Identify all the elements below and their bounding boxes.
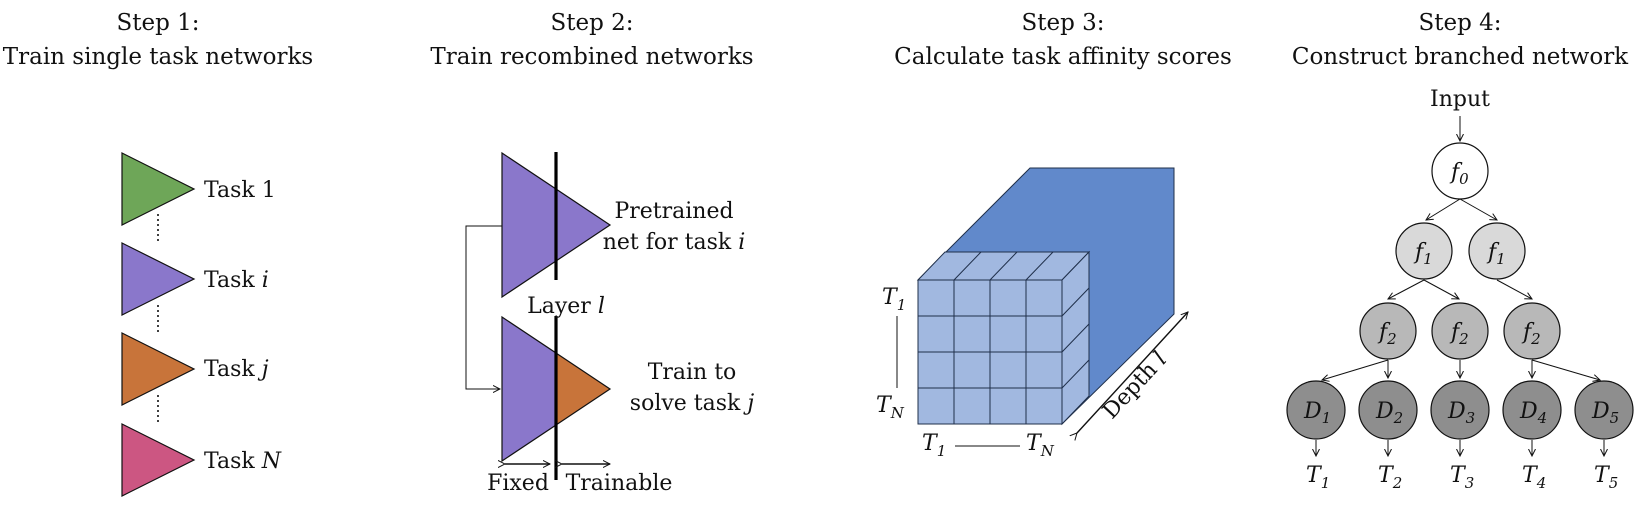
node-label: D5: [1591, 399, 1619, 427]
step4-panel: Input f0 f1: [1286, 87, 1634, 492]
step3-heading: Step 3:: [1021, 10, 1104, 36]
pretrained-label-line1: Pretrained: [614, 199, 733, 224]
task-label: Task j: [204, 357, 269, 382]
row-top-label: T1: [882, 285, 906, 314]
level2-node: f2: [1359, 302, 1417, 360]
output-label: T3: [1450, 463, 1474, 492]
task-label: Task 1: [204, 178, 276, 203]
node-circle: [1286, 380, 1346, 440]
task-label: Task i: [204, 268, 269, 293]
output-label: T2: [1378, 463, 1402, 492]
task-i-network: Task i: [121, 242, 269, 316]
step3-header: Step 3: Calculate task affinity scores: [894, 10, 1232, 70]
step4-title: Construct branched network: [1292, 44, 1629, 70]
node-label: D1: [1303, 399, 1331, 427]
weight-transfer-arrow: [465, 225, 502, 389]
col-right-label: TN: [1026, 431, 1055, 460]
node-circle: [1395, 222, 1453, 280]
train-label-line2: solve task j: [630, 391, 755, 416]
node-circle: [1431, 142, 1489, 200]
grid-lines: [918, 251, 1090, 424]
node-label: D3: [1447, 399, 1475, 427]
step2-header: Step 2: Train recombined networks: [430, 10, 753, 70]
node-circle: [1358, 380, 1418, 440]
network-triangle: [121, 242, 196, 316]
node-circle: [1430, 380, 1490, 440]
level2-node: f2: [1503, 302, 1561, 360]
task-n-network: Task N: [121, 423, 282, 497]
node-circle: [1574, 380, 1634, 440]
level1-node: f1: [1468, 222, 1526, 280]
output-label: T1: [1306, 463, 1330, 492]
node-circle: [1468, 222, 1526, 280]
root-node: f0: [1431, 142, 1489, 200]
trainable-layers: [555, 351, 612, 427]
pretrained-label-line2: net for task i: [603, 230, 746, 255]
task-1-network: Task 1: [121, 152, 276, 226]
input-label: Input: [1430, 87, 1490, 112]
step1-header: Step 1: Train single task networks: [3, 10, 313, 70]
leaf-node: D5: [1574, 380, 1634, 440]
output-label: T4: [1522, 463, 1546, 492]
level1-node: f1: [1395, 222, 1453, 280]
step1-heading: Step 1:: [116, 10, 199, 36]
fixed-layers: [501, 315, 557, 463]
task-label: Task N: [204, 449, 282, 474]
depth-arrow: [1077, 312, 1188, 433]
step3-panel: T1 TN T1 TN Depth l: [876, 167, 1188, 460]
network-triangle: [121, 152, 196, 226]
network-triangle: [121, 332, 196, 406]
node-circle: [1431, 302, 1489, 360]
level2-node: f2: [1431, 302, 1489, 360]
step4-header: Step 4: Construct branched network: [1292, 10, 1629, 70]
node-circle: [1503, 302, 1561, 360]
step4-heading: Step 4:: [1418, 10, 1501, 36]
leaf-node: D4: [1502, 380, 1562, 440]
output-label: T5: [1594, 463, 1618, 492]
col-left-label: T1: [922, 431, 946, 460]
step1-panel: Task 1 Task i Task j Task N: [121, 152, 282, 497]
step1-title: Train single task networks: [3, 44, 313, 70]
leaf-node: D2: [1358, 380, 1418, 440]
step2-heading: Step 2:: [550, 10, 633, 36]
node-label: D2: [1375, 399, 1403, 427]
task-j-network: Task j: [121, 332, 269, 406]
step3-title: Calculate task affinity scores: [894, 44, 1232, 70]
train-label-line1: Train to: [648, 360, 737, 385]
step2-panel: Pretrained net for task i Layer l Train …: [465, 151, 755, 496]
node-circle: [1502, 380, 1562, 440]
node-label: D4: [1519, 399, 1547, 427]
trainable-label: Trainable: [566, 471, 673, 496]
leaf-node: D1: [1286, 380, 1346, 440]
layer-label: Layer l: [527, 294, 605, 319]
network-triangle: [121, 423, 196, 497]
tree-edges: [1316, 116, 1604, 456]
node-circle: [1359, 302, 1417, 360]
step2-title: Train recombined networks: [430, 44, 753, 70]
row-bottom-label: TN: [876, 393, 905, 422]
fixed-label: Fixed: [487, 471, 549, 496]
leaf-node: D3: [1430, 380, 1490, 440]
